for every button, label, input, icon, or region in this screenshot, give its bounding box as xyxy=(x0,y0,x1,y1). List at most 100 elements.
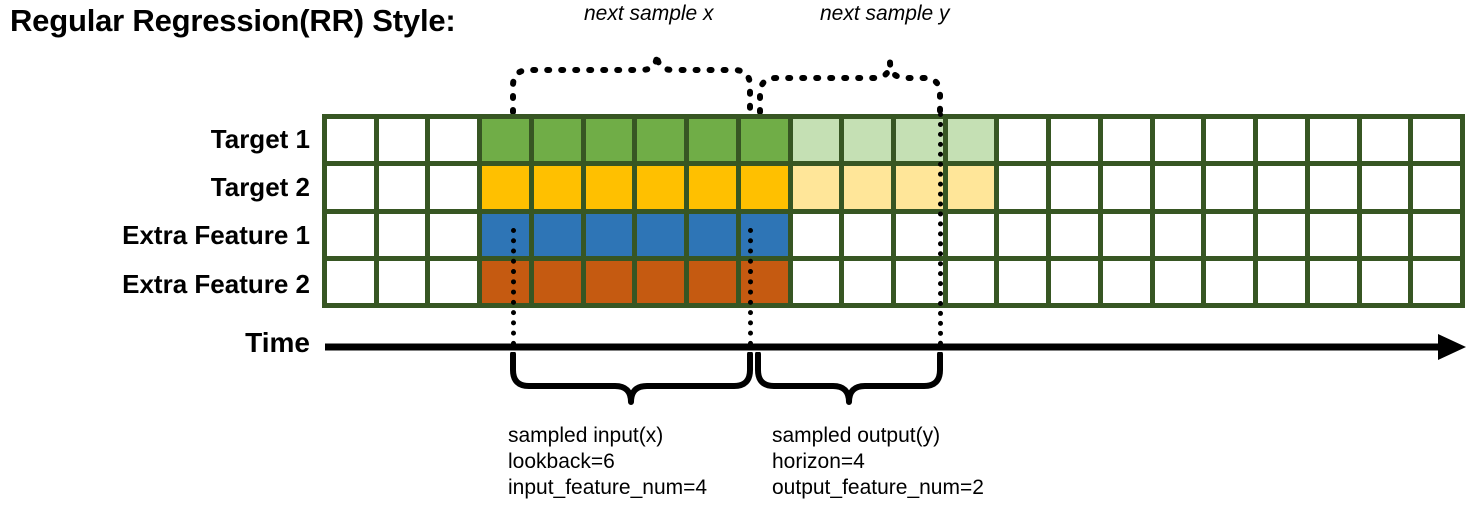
grid-cell xyxy=(1051,260,1098,303)
caption-output-line-2: horizon=4 xyxy=(772,450,865,473)
grid-cell xyxy=(947,166,995,209)
grid-cell xyxy=(1413,119,1460,162)
grid-cell xyxy=(1102,260,1150,303)
grid-cell xyxy=(378,213,426,256)
grid-cell xyxy=(1258,260,1305,303)
grid-cell xyxy=(1206,119,1254,162)
grid-cell xyxy=(1361,213,1409,256)
grid-cell xyxy=(689,119,736,162)
guide-line-input-start xyxy=(511,228,516,346)
brace-sampled-output xyxy=(755,352,943,405)
grid-cell xyxy=(585,260,633,303)
grid-cell xyxy=(1102,213,1150,256)
grid-cell xyxy=(844,119,891,162)
grid-cell xyxy=(895,260,943,303)
caption-input-line-3: input_feature_num=4 xyxy=(508,476,708,499)
timeseries-grid xyxy=(322,114,1465,308)
caption-output-line-3: output_feature_num=2 xyxy=(772,476,984,499)
grid-cell xyxy=(740,119,788,162)
grid-cell xyxy=(1361,166,1409,209)
grid-cell xyxy=(1206,260,1254,303)
grid-cell xyxy=(482,119,529,162)
grid-cell xyxy=(327,166,374,209)
grid-cell xyxy=(895,119,943,162)
grid-cell xyxy=(482,166,529,209)
grid-cell xyxy=(1309,213,1357,256)
grid-cell xyxy=(327,213,374,256)
grid-cell xyxy=(844,213,891,256)
grid-cell xyxy=(1258,213,1305,256)
grid-cell xyxy=(482,260,529,303)
top-brace-group xyxy=(510,53,943,115)
grid-cell xyxy=(1154,260,1202,303)
grid-cell xyxy=(792,119,840,162)
annotation-next-sample-x: next sample x xyxy=(584,2,714,25)
grid-cell xyxy=(844,260,891,303)
row-label-target-2: Target 2 xyxy=(210,172,310,203)
grid-cell xyxy=(533,213,581,256)
grid-cell xyxy=(585,166,633,209)
grid-cell xyxy=(533,119,581,162)
grid-cell xyxy=(844,166,891,209)
grid-cell xyxy=(1309,119,1357,162)
caption-input-line-2: lookback=6 xyxy=(508,450,615,473)
grid-cell xyxy=(895,166,943,209)
grid-cell xyxy=(999,119,1047,162)
brace-next-sample-y xyxy=(757,61,943,115)
grid-cell xyxy=(947,260,995,303)
grid-cell xyxy=(378,166,426,209)
grid-cell xyxy=(895,213,943,256)
caption-sampled-input: sampled input(x) lookback=6 input_featur… xyxy=(508,423,707,501)
grid-cell xyxy=(740,166,788,209)
brace-sampled-input xyxy=(510,352,753,405)
grid-cell xyxy=(1413,260,1460,303)
grid-cell xyxy=(1361,260,1409,303)
row-label-target-1: Target 1 xyxy=(210,124,310,154)
grid-cell xyxy=(585,213,633,256)
grid-cell xyxy=(792,260,840,303)
grid-cell xyxy=(999,166,1047,209)
grid-cell xyxy=(999,260,1047,303)
grid-cell xyxy=(1051,119,1098,162)
grid-cell xyxy=(482,213,529,256)
row-label-column: Target 1 Target 2 Extra Feature 1 Extra … xyxy=(0,115,310,308)
grid-cell xyxy=(585,119,633,162)
grid-cell xyxy=(1413,213,1460,256)
caption-sampled-output: sampled output(y) horizon=4 output_featu… xyxy=(772,423,984,501)
caption-output-line-1: sampled output(y) xyxy=(772,424,941,447)
grid-cell xyxy=(378,260,426,303)
grid-cell xyxy=(1206,213,1254,256)
grid-cell xyxy=(1361,119,1409,162)
grid-cell xyxy=(792,166,840,209)
grid-cell xyxy=(430,119,478,162)
grid-cell xyxy=(1154,166,1202,209)
time-axis-arrow xyxy=(325,334,1466,360)
grid-cell xyxy=(792,213,840,256)
grid-cell xyxy=(430,260,478,303)
grid-cell xyxy=(637,119,685,162)
caption-input-line-1: sampled input(x) xyxy=(508,424,664,447)
grid-cell xyxy=(533,260,581,303)
grid-cell xyxy=(430,213,478,256)
annotation-next-sample-y: next sample y xyxy=(820,2,950,25)
grid-cell xyxy=(947,213,995,256)
grid-cell xyxy=(1051,166,1098,209)
grid-cell xyxy=(327,119,374,162)
grid-cell xyxy=(1102,119,1150,162)
brace-next-sample-x xyxy=(510,53,753,115)
grid-cell xyxy=(1051,213,1098,256)
grid-cell xyxy=(689,213,736,256)
grid-cell xyxy=(689,166,736,209)
grid-cell xyxy=(1309,166,1357,209)
grid-cell xyxy=(947,119,995,162)
guide-line-output-end xyxy=(938,112,943,346)
grid-cell xyxy=(533,166,581,209)
grid-cell xyxy=(999,213,1047,256)
grid-cell xyxy=(637,260,685,303)
guide-line-input-end xyxy=(748,228,753,346)
grid-cell xyxy=(1154,213,1202,256)
grid-cell xyxy=(1258,119,1305,162)
grid-cell xyxy=(1154,119,1202,162)
grid-cell xyxy=(1413,166,1460,209)
